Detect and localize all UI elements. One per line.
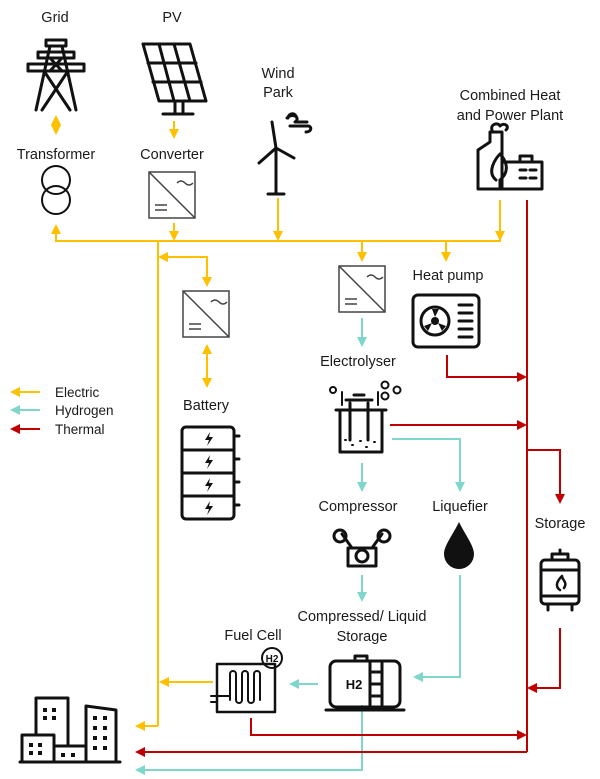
legend-electric-label: Electric [55,385,100,400]
legend: Electric Hydrogen Thermal [10,385,114,437]
transformer-icon [41,165,71,215]
thermal-storage-icon [539,548,581,612]
battery-converter-icon [182,290,230,338]
pv-label: PV [162,10,182,26]
heat-pump-icon [411,293,481,349]
h2-storage-tank-icon: H2 [324,654,406,712]
pv-converter-icon [148,171,196,219]
storage-label: Storage [535,516,586,532]
wind-turbine-icon [257,112,313,196]
liquefier-droplet-icon [444,522,474,569]
chp-label-2: and Power Plant [457,108,563,124]
fuel-cell-label: Fuel Cell [224,628,281,644]
hydrogen-flows [135,318,465,775]
transformer-label: Transformer [17,147,96,163]
chp-label-1: Combined Heat [460,88,561,104]
heat-pump-label: Heat pump [413,268,484,284]
pv-panel-icon [141,42,208,116]
h2-tank-text: H2 [346,677,363,692]
electrolyser-converter-icon [338,265,386,313]
wind-label-2: Park [263,85,294,101]
battery-icon [180,425,241,521]
liquefier-label: Liquefier [432,499,488,515]
grid-label: Grid [41,10,68,26]
electric-flows [51,115,505,731]
battery-label: Battery [183,398,230,414]
grid-tower-icon [26,38,86,112]
buildings-icon [18,696,122,764]
legend-thermal-label: Thermal [55,422,105,437]
electrolyser-icon [329,380,402,454]
thermal-flows [135,200,565,757]
compressor-icon [332,528,392,568]
h2-storage-label-2: Storage [337,629,388,645]
compressor-label: Compressor [319,499,398,515]
converter-label: Converter [140,147,204,163]
wind-label-1: Wind [261,66,294,82]
electrolyser-label: Electrolyser [320,354,396,370]
chp-plant-icon [476,122,544,191]
fuel-cell-icon: H2 [210,647,283,714]
h2-storage-label-1: Compressed/ Liquid [298,609,427,625]
fuel-cell-h2-text: H2 [266,654,279,665]
legend-hydrogen-label: Hydrogen [55,403,114,418]
